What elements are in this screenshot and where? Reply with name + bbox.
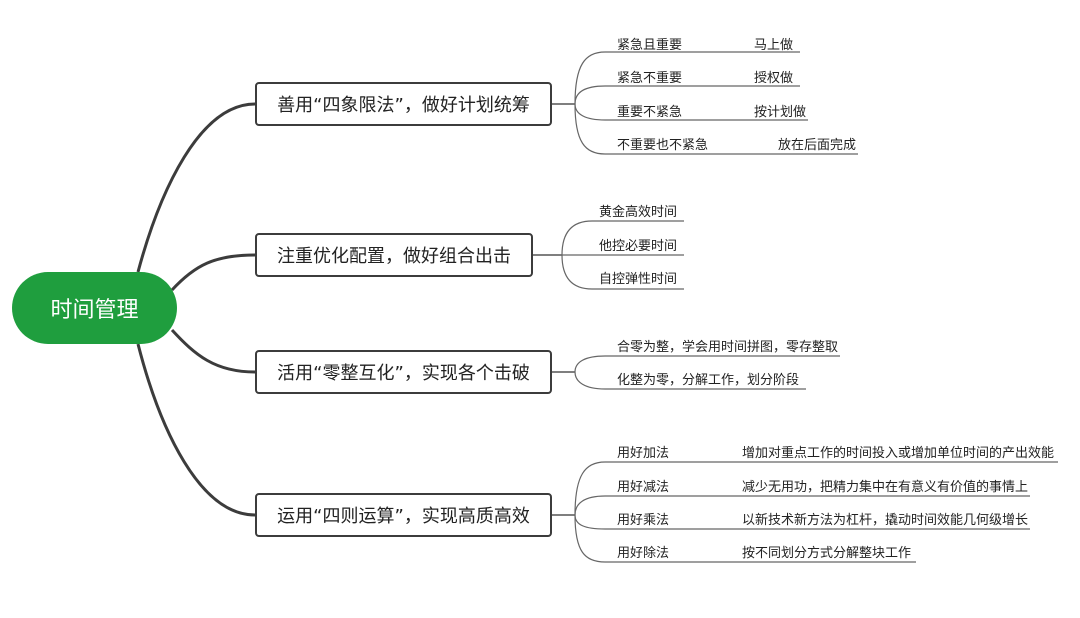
b4-leaf-1-line bbox=[574, 461, 1058, 516]
b1-leaf-1-line bbox=[574, 51, 800, 105]
root-connector-3 bbox=[170, 328, 256, 374]
b2-leaf-1-line bbox=[561, 220, 684, 256]
leaf-multiplication-desc: 以新技术新方法为杠杆，撬动时间效能几何级增长 bbox=[742, 513, 1029, 528]
branch-node-four-quadrants: 善用“四象限法”，做好计划统筹 bbox=[255, 82, 552, 126]
leaf-urgent-important: 紧急且重要 bbox=[617, 38, 683, 53]
b2-leaf-3-line bbox=[561, 254, 684, 290]
b3-leaf-1-line bbox=[574, 355, 840, 373]
leaf-important-not-urgent: 重要不紧急 bbox=[617, 105, 683, 120]
leaf-flexible-time: 自控弹性时间 bbox=[599, 272, 678, 287]
leaf-addition: 用好加法 bbox=[617, 446, 670, 461]
leaf-division: 用好除法 bbox=[617, 546, 670, 561]
b4-leaf-2-line bbox=[574, 495, 1030, 516]
leaf-split-whole: 化整为零，分解工作，划分阶段 bbox=[617, 373, 800, 388]
branch-node-four-operations: 运用“四则运算”，实现高质高效 bbox=[255, 493, 552, 537]
leaf-important-not-urgent-action: 按计划做 bbox=[754, 105, 807, 120]
leaf-urgent-not-important: 紧急不重要 bbox=[617, 71, 683, 86]
leaf-urgent-not-important-action: 授权做 bbox=[754, 71, 794, 86]
b1-leaf-4-line bbox=[574, 103, 858, 155]
b4-leaf-4-line bbox=[574, 514, 916, 563]
leaf-addition-desc: 增加对重点工作的时间投入或增加单位时间的产出效能 bbox=[742, 446, 1055, 461]
leaf-multiplication: 用好乘法 bbox=[617, 513, 670, 528]
leaf-subtraction: 用好减法 bbox=[617, 480, 670, 495]
root-connector-4 bbox=[136, 343, 256, 517]
leaf-neither: 不重要也不紧急 bbox=[617, 138, 709, 153]
leaf-golden-time: 黄金高效时间 bbox=[599, 205, 678, 220]
leaf-combine-fragments: 合零为整，学会用时间拼图，零存整取 bbox=[617, 340, 839, 355]
root-connector-1 bbox=[136, 102, 256, 273]
leaf-neither-action: 放在后面完成 bbox=[778, 138, 857, 153]
leaf-controlled-time: 他控必要时间 bbox=[599, 239, 678, 254]
branch-node-fragment-integration: 活用“零整互化”，实现各个击破 bbox=[255, 350, 552, 394]
b3-leaf-2-line bbox=[574, 371, 806, 390]
leaf-division-desc: 按不同划分方式分解整块工作 bbox=[742, 546, 912, 561]
b1-leaf-2-line bbox=[574, 85, 800, 105]
leaf-urgent-important-action: 马上做 bbox=[754, 38, 794, 53]
root-connector-2 bbox=[170, 253, 256, 292]
branch-node-optimize-allocation: 注重优化配置，做好组合出击 bbox=[255, 233, 533, 277]
leaf-subtraction-desc: 减少无用功，把精力集中在有意义有价值的事情上 bbox=[742, 480, 1029, 495]
root-node: 时间管理 bbox=[12, 272, 177, 344]
